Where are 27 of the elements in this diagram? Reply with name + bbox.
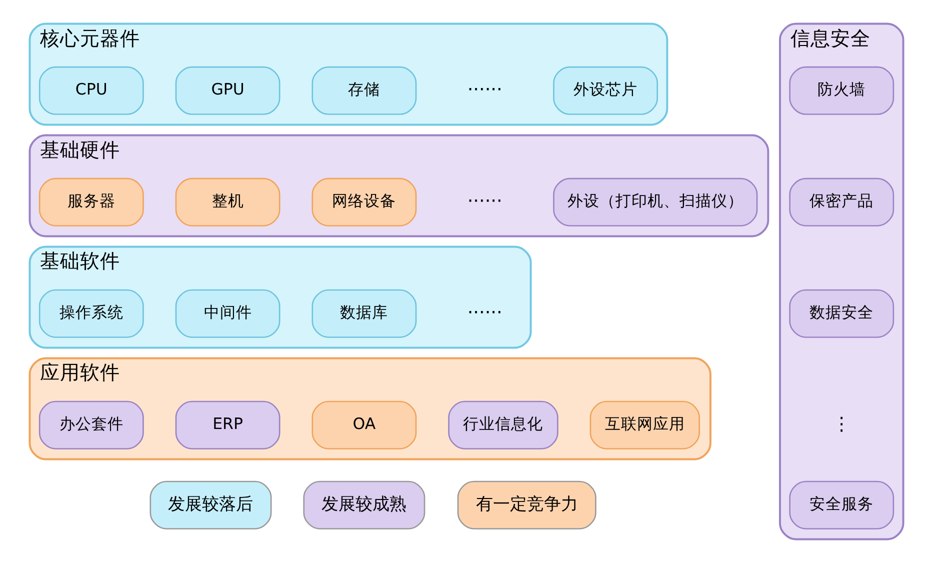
node-box: 办公套件: [38, 400, 144, 450]
node-box: 互联网应用: [590, 400, 700, 450]
node-box: GPU: [175, 66, 280, 115]
node-box: 防火墙: [789, 66, 894, 115]
node-box: 服务器: [38, 178, 144, 226]
node-box: CPU: [38, 66, 144, 115]
legend-label: 发展较成熟: [322, 494, 407, 515]
node-box: OA: [312, 400, 417, 450]
node-box: 存储: [312, 66, 417, 115]
node-box: 数据安全: [789, 289, 894, 338]
node-box: 外设（打印机、扫描仪）: [553, 178, 758, 226]
node-box: 外设芯片: [553, 66, 658, 115]
node-box: 操作系统: [38, 289, 144, 338]
node-box: 数据库: [312, 289, 417, 338]
node-box: 整机: [175, 178, 280, 226]
node-box: 中间件: [175, 289, 280, 338]
node-text: ······: [467, 302, 502, 324]
node-text: ······: [467, 191, 502, 212]
node-box: ERP: [175, 400, 280, 450]
node-box: 安全服务: [789, 480, 894, 530]
node-box: 网络设备: [312, 178, 417, 226]
node-text: ······: [467, 80, 502, 101]
node-box: 保密产品: [789, 178, 894, 226]
node-box: 行业信息化: [448, 400, 558, 450]
node-text: ⋮: [832, 414, 851, 435]
legend-label: 有一定竞争力: [476, 494, 578, 515]
legend-label: 发展较落后: [168, 494, 254, 515]
